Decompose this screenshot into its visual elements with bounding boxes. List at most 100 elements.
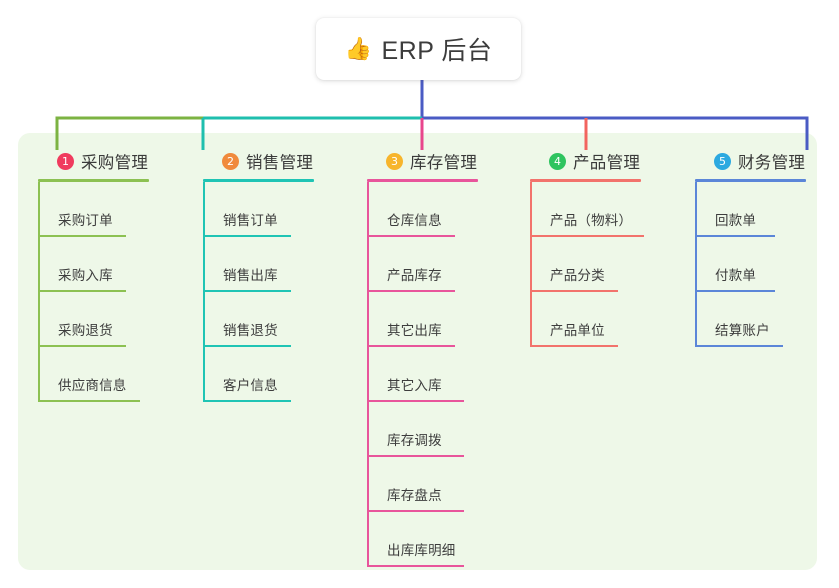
branch-item-underline: [369, 345, 455, 347]
branch-spine-line: [367, 182, 369, 567]
branch-item-label: 结算账户: [715, 323, 770, 338]
branch-item-label: 销售出库: [223, 268, 278, 283]
branch-item-underline: [532, 235, 644, 237]
branch-item-underline: [369, 290, 455, 292]
branch-item[interactable]: 库存盘点: [367, 457, 479, 512]
branch-number-badge: 2: [222, 152, 239, 170]
branch-item[interactable]: 回款单: [695, 182, 807, 237]
branch-item-underline: [369, 235, 455, 237]
branch-header-5[interactable]: 5 财务管理: [695, 150, 807, 172]
branch-item-label: 产品单位: [550, 323, 605, 338]
branch-column-5: 5 财务管理回款单付款单结算账户: [695, 150, 807, 347]
branch-item-underline: [532, 345, 618, 347]
branch-header-underline: [695, 179, 806, 182]
branch-number-badge: 3: [386, 152, 403, 170]
thumbs-up-icon: 👍: [344, 36, 373, 61]
branch-item-label: 其它出库: [387, 323, 442, 338]
branch-column-2: 2 销售管理销售订单销售出库销售退货客户信息: [203, 150, 315, 402]
branch-item-list: 销售订单销售出库销售退货客户信息: [203, 182, 315, 402]
branch-item-label: 回款单: [715, 213, 757, 228]
branch-item-underline: [205, 235, 291, 237]
branch-title: 财务管理: [738, 154, 806, 172]
root-node-card[interactable]: 👍 ERP 后台: [316, 18, 521, 80]
branch-spine-line: [38, 182, 40, 402]
branch-header-4[interactable]: 4 产品管理: [530, 150, 642, 172]
branch-header-underline: [203, 179, 314, 182]
branch-item[interactable]: 采购入库: [38, 237, 150, 292]
branch-item-underline: [369, 510, 464, 512]
branch-item-underline: [697, 290, 775, 292]
branch-item-underline: [697, 345, 783, 347]
branch-item[interactable]: 库存调拨: [367, 402, 479, 457]
branch-item-label: 其它入库: [387, 378, 442, 393]
branch-item-list: 产品（物料） 产品分类产品单位: [530, 182, 644, 347]
branch-item-label: 采购订单: [58, 213, 113, 228]
branch-item[interactable]: 供应商信息: [38, 347, 150, 402]
branch-item[interactable]: 销售出库: [203, 237, 315, 292]
branch-item[interactable]: 销售退货: [203, 292, 315, 347]
branch-item[interactable]: 产品分类: [530, 237, 642, 292]
branch-item-label: 产品库存: [387, 268, 442, 283]
branch-item-label: 销售订单: [223, 213, 278, 228]
branch-item-label: 销售退货: [223, 323, 278, 338]
branch-item-underline: [40, 400, 140, 402]
branch-item[interactable]: 其它出库: [367, 292, 479, 347]
branch-title: 库存管理: [410, 154, 478, 172]
branch-column-3: 3 库存管理仓库信息产品库存其它出库其它入库库存调拨库存盘点出库库明细: [367, 150, 479, 567]
branch-item-label: 供应商信息: [58, 378, 127, 393]
branch-item-underline: [205, 400, 291, 402]
branch-header-underline: [38, 179, 149, 182]
branch-item[interactable]: 出库库明细: [367, 512, 479, 567]
branch-item-label: 客户信息: [223, 378, 278, 393]
branch-item[interactable]: 产品单位: [530, 292, 642, 347]
branch-item-list: 仓库信息产品库存其它出库其它入库库存调拨库存盘点出库库明细: [367, 182, 479, 567]
branch-item-underline: [205, 290, 291, 292]
branch-item-label: 产品（物料）: [550, 213, 633, 228]
branch-header-underline: [530, 179, 641, 182]
branch-item[interactable]: 仓库信息: [367, 182, 479, 237]
branch-item[interactable]: 其它入库: [367, 347, 479, 402]
branch-item[interactable]: 结算账户: [695, 292, 807, 347]
branch-header-underline: [367, 179, 478, 182]
branch-item[interactable]: 客户信息: [203, 347, 315, 402]
branch-item-label: 库存调拨: [387, 433, 442, 448]
branch-item-underline: [40, 345, 126, 347]
branch-title: 产品管理: [573, 154, 641, 172]
branch-spine-line: [203, 182, 205, 402]
branch-item-label: 仓库信息: [387, 213, 442, 228]
diagram-background-panel: [18, 133, 817, 570]
branch-title: 采购管理: [81, 154, 149, 172]
branch-header-2[interactable]: 2 销售管理: [203, 150, 315, 172]
branch-item-label: 采购退货: [58, 323, 113, 338]
branch-item-underline: [369, 565, 464, 567]
branch-item[interactable]: 产品库存: [367, 237, 479, 292]
branch-item[interactable]: 采购订单: [38, 182, 150, 237]
branch-item-underline: [532, 290, 618, 292]
branch-item[interactable]: 产品（物料）: [530, 182, 644, 237]
branch-spine-line: [695, 182, 697, 347]
branch-item-underline: [205, 345, 291, 347]
branch-item[interactable]: 采购退货: [38, 292, 150, 347]
branch-item-underline: [369, 400, 464, 402]
branch-spine-line: [530, 182, 532, 347]
branch-header-3[interactable]: 3 库存管理: [367, 150, 479, 172]
branch-item-underline: [40, 290, 126, 292]
branch-item[interactable]: 付款单: [695, 237, 807, 292]
branch-number-badge: 4: [549, 152, 566, 170]
branch-item-underline: [40, 235, 126, 237]
root-node-title: 👍 ERP 后台: [345, 31, 493, 67]
branch-item-label: 出库库明细: [387, 543, 456, 558]
branch-item-label: 采购入库: [58, 268, 113, 283]
branch-item[interactable]: 销售订单: [203, 182, 315, 237]
branch-item-underline: [369, 455, 464, 457]
branch-number-badge: 5: [714, 152, 731, 170]
branch-item-list: 采购订单采购入库采购退货供应商信息: [38, 182, 150, 402]
branch-title: 销售管理: [246, 154, 314, 172]
branch-item-list: 回款单付款单结算账户: [695, 182, 807, 347]
branch-item-label: 库存盘点: [387, 488, 442, 503]
root-node-label: ERP 后台: [381, 37, 493, 65]
branch-column-4: 4 产品管理产品（物料） 产品分类产品单位: [530, 150, 644, 347]
